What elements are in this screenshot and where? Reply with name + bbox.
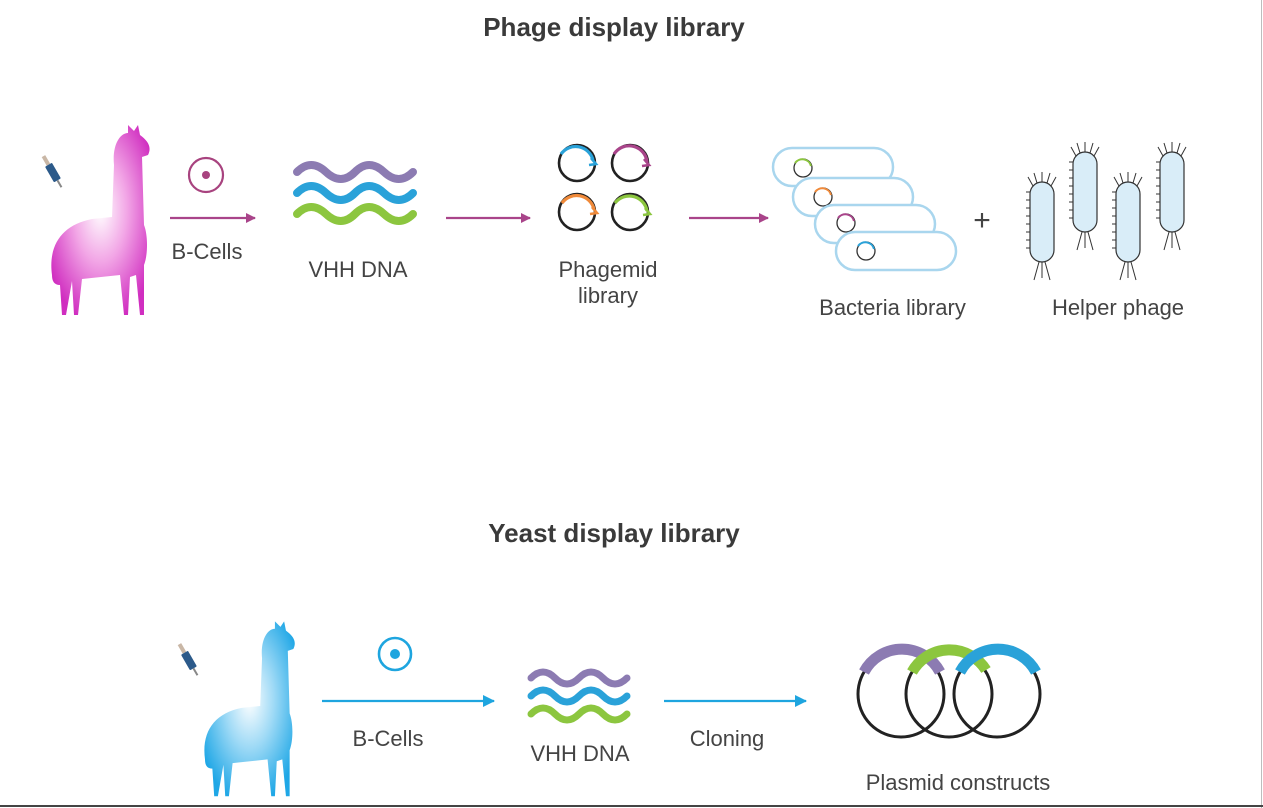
phagemid-label-line2: library: [578, 283, 638, 308]
frame-border-right: [1261, 0, 1262, 808]
target-cyan-icon: [377, 636, 413, 672]
helper-phage-icon: [1025, 141, 1187, 281]
yeast-title: Yeast display library: [488, 518, 740, 548]
bacteria-library-icon: [771, 146, 958, 272]
cloning-label: Cloning: [689, 726, 765, 751]
vhh-dna-phage-icon: [293, 161, 417, 225]
yeast-b-cells-label: B-Cells: [352, 726, 424, 751]
plasmid-constructs-icon: [856, 643, 1042, 739]
phagemid-label-line1: Phagemid: [558, 257, 658, 282]
llama-pink-icon: [51, 125, 150, 315]
bacteria-library-label: Bacteria library: [819, 295, 966, 320]
helper-phage-label: Helper phage: [1051, 295, 1185, 320]
phage-title: Phage display library: [483, 12, 745, 42]
frame-border-bottom: [0, 805, 1263, 807]
plasmid-constructs-label: Plasmid constructs: [865, 770, 1051, 795]
syringe-blue-icon: [177, 643, 199, 676]
syringe-pink-icon: [41, 155, 63, 188]
yeast-vhh-label: VHH DNA: [530, 741, 630, 766]
target-magenta-icon: [187, 156, 225, 194]
phage-b-cells-label: B-Cells: [171, 239, 243, 264]
vhh-dna-yeast-icon: [527, 668, 631, 724]
phagemid-library-icon: [557, 143, 653, 232]
phage-vhh-label: VHH DNA: [308, 257, 408, 282]
plus-sign: +: [973, 204, 991, 237]
llama-blue-icon: [204, 621, 295, 797]
